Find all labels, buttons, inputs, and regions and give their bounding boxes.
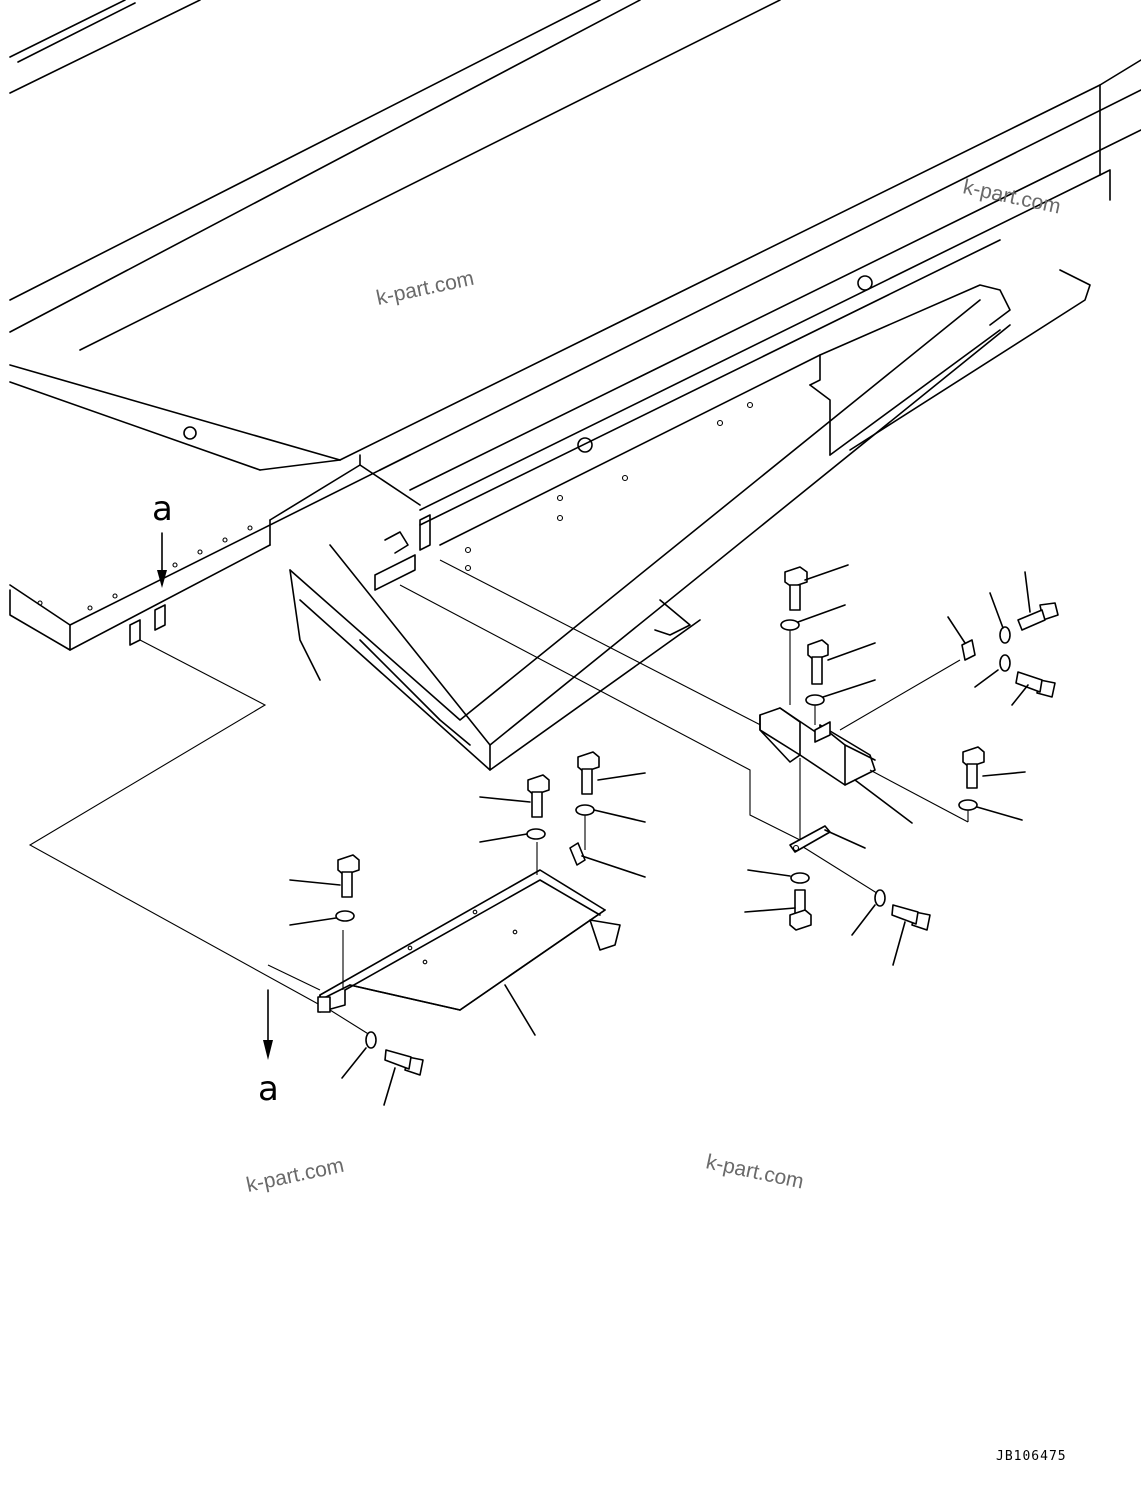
washer-8	[575, 804, 646, 823]
washer-10	[289, 910, 355, 926]
bolt-vertical-1	[784, 564, 849, 611]
washer-3	[989, 592, 1011, 644]
bolt-horizontal-2	[1011, 671, 1056, 706]
washer-7	[851, 889, 886, 936]
watermark-4: k-part.com	[704, 1150, 806, 1193]
washer-9	[479, 828, 546, 843]
bolt-horizontal-1	[1017, 571, 1059, 631]
bolt-vertical-7	[289, 854, 360, 898]
bolt-horizontal-3	[891, 904, 931, 966]
support-bracket-right	[759, 616, 976, 853]
watermark-3: k-part.com	[244, 1154, 346, 1197]
watermark-1: k-part.com	[374, 267, 476, 310]
view-arrow-bottom: a	[258, 989, 279, 1109]
view-label-top: a	[152, 489, 173, 529]
bolt-vertical-5	[577, 751, 646, 795]
washer-11	[341, 1031, 377, 1079]
support-bracket-left	[317, 815, 621, 1036]
view-arrow-top: a	[152, 489, 173, 588]
projection-lines	[28, 559, 881, 1036]
washer-1	[780, 604, 846, 631]
watermark-2: k-part.com	[961, 175, 1063, 218]
washer-6	[747, 869, 810, 884]
bolt-vertical-6	[479, 774, 550, 818]
view-label-bottom: a	[258, 1069, 279, 1109]
main-frame	[9, 0, 1141, 771]
bolt-horizontal-4	[383, 1049, 424, 1106]
washer-5	[958, 799, 1023, 821]
washer-4	[974, 654, 1011, 688]
washer-2	[805, 679, 876, 706]
drawing-code: JB106475	[996, 1449, 1067, 1464]
bolt-vertical-3	[962, 746, 1026, 789]
bolt-vertical-2	[807, 639, 876, 685]
tab-plate	[569, 842, 646, 878]
bolt-vertical-4	[744, 889, 812, 931]
